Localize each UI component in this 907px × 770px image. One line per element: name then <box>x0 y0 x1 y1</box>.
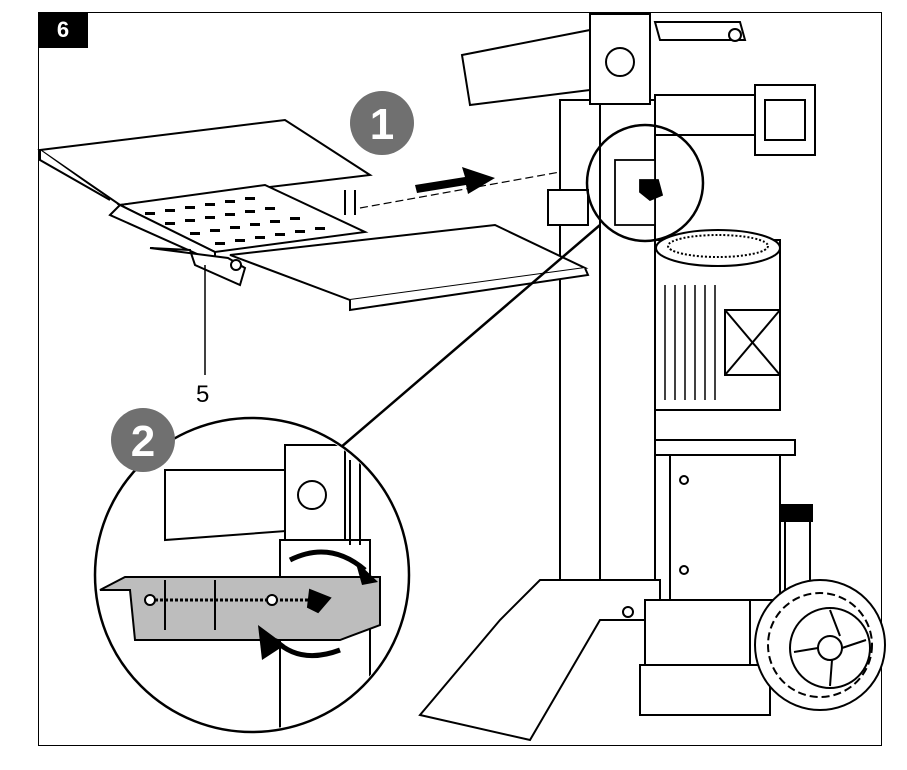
log-table <box>37 118 590 312</box>
motor <box>654 229 781 411</box>
control-box <box>654 439 796 601</box>
step-2-marker: 2 <box>111 408 175 472</box>
figure-number-badge: 6 <box>38 12 88 48</box>
base-frame <box>418 579 771 742</box>
transport-wheel <box>754 504 886 711</box>
callout-5-label: 5 <box>196 381 209 408</box>
detail-connector-line <box>339 224 601 449</box>
step-1-marker: 1 <box>350 91 414 155</box>
control-bracket <box>653 21 816 156</box>
direction-arrow <box>359 167 561 209</box>
detail-circle-small <box>585 123 705 243</box>
table-slots <box>145 197 325 245</box>
step-2-label: 2 <box>131 417 155 466</box>
step-1-label: 1 <box>370 100 394 149</box>
splitter-column <box>460 13 656 601</box>
mount-bracket-detail <box>614 159 664 226</box>
illustration-frame <box>38 12 882 746</box>
detail-circle-large <box>93 416 411 734</box>
